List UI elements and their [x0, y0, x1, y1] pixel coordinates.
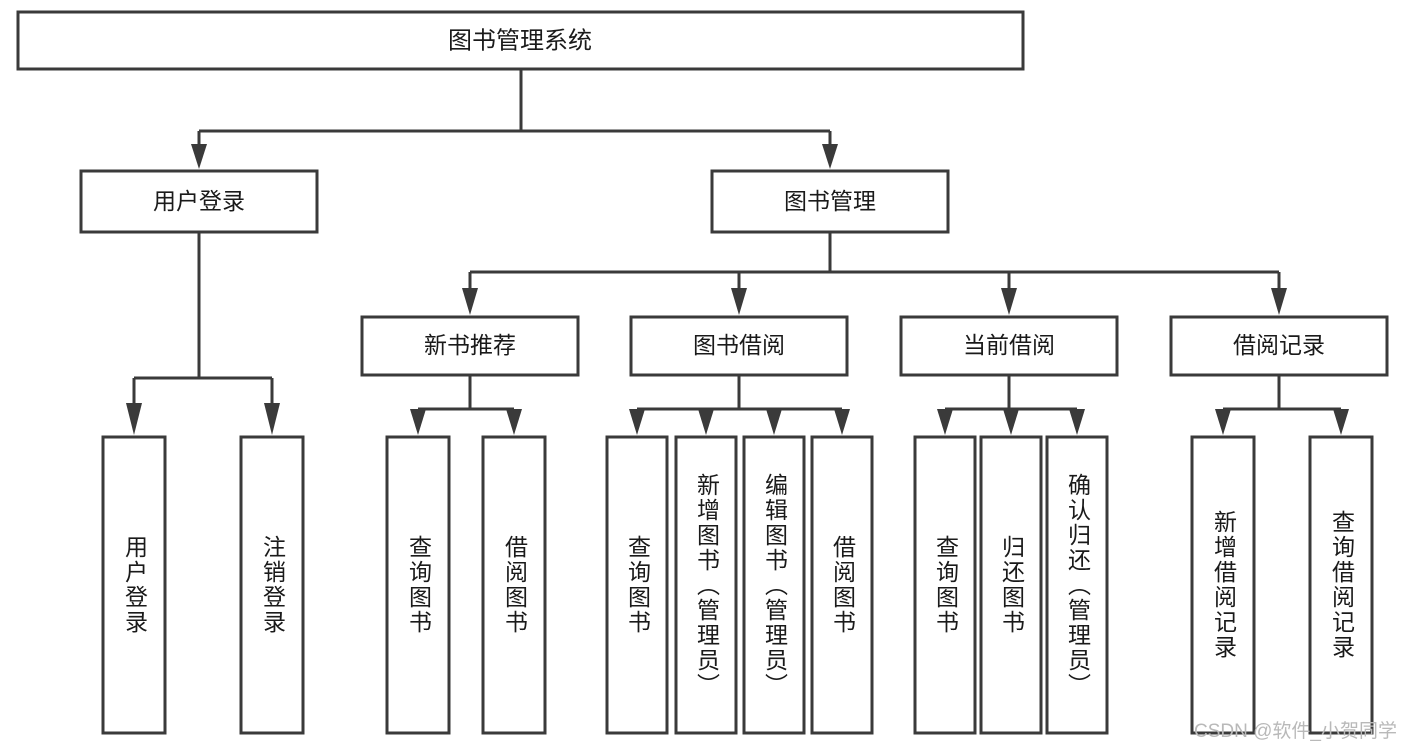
arrowhead-borrow-leaf-2 [698, 409, 714, 435]
connector-group-borrow-record [1215, 375, 1349, 435]
node-user-login[interactable]: 用户登录 [79, 169, 319, 234]
node-user-login-box[interactable] [79, 169, 319, 234]
connector-group-root [191, 69, 838, 169]
node-root-box[interactable] [16, 10, 1025, 71]
connector-group-book-borrow [629, 375, 850, 435]
arrowhead-borrow-leaf-3 [766, 409, 782, 435]
leaf-box-query-record[interactable] [1308, 435, 1374, 735]
node-current-borrow-box[interactable] [899, 315, 1119, 377]
arrowhead-current-leaf-2 [1003, 409, 1019, 435]
leaf-box-borrow-book-rec[interactable] [481, 435, 547, 735]
arrowhead-user-login-leaf-1 [126, 403, 142, 435]
node-user-login-label: 用户登录 [153, 188, 245, 214]
leaf-box-confirm-return[interactable] [1045, 435, 1109, 735]
leaf-box-add-record[interactable] [1190, 435, 1256, 735]
connector-group-book-mgmt [462, 232, 1287, 315]
node-borrow-record-label: 借阅记录 [1233, 332, 1325, 358]
arrowhead-book-mgmt-child-2 [731, 288, 747, 315]
arrowhead-recommend-leaf-1 [410, 409, 426, 435]
leaf-box-query-book-rec[interactable] [385, 435, 451, 735]
node-borrow-record[interactable]: 借阅记录 [1169, 315, 1389, 377]
node-current-borrow-label: 当前借阅 [963, 332, 1055, 358]
node-new-book-recommend-label: 新书推荐 [424, 332, 516, 358]
node-root[interactable]: 图书管理系统 [16, 10, 1025, 71]
arrowhead-root-to-book-mgmt [822, 144, 838, 169]
connector-group-current-borrow [937, 375, 1085, 435]
arrowhead-book-mgmt-child-4 [1271, 288, 1287, 315]
node-book-borrow-label: 图书借阅 [693, 332, 785, 358]
node-borrow-record-box[interactable] [1169, 315, 1389, 377]
leaf-box-edit-book[interactable] [742, 435, 806, 735]
node-book-borrow-box[interactable] [629, 315, 849, 377]
csdn-watermark: CSDN @软件_小贺同学 [1194, 721, 1397, 742]
leaf-box-user-login[interactable] [101, 435, 167, 735]
leaf-boxes-group [101, 435, 1374, 735]
node-root-label: 图书管理系统 [448, 27, 592, 54]
connector-group-user-login [126, 232, 280, 435]
arrowhead-book-mgmt-child-1 [462, 288, 478, 315]
leaf-box-logout[interactable] [239, 435, 305, 735]
arrowhead-user-login-leaf-2 [264, 403, 280, 435]
arrowhead-record-leaf-1 [1215, 409, 1231, 435]
leaf-box-add-book[interactable] [674, 435, 738, 735]
node-new-book-recommend[interactable]: 新书推荐 [360, 315, 580, 377]
arrowhead-borrow-leaf-4 [834, 409, 850, 435]
arrowhead-current-leaf-3 [1069, 409, 1085, 435]
arrowhead-borrow-leaf-1 [629, 409, 645, 435]
leaf-box-query-book-current[interactable] [913, 435, 977, 735]
arrowhead-root-to-user-login [191, 144, 207, 169]
connector-group-new-book-recommend [410, 375, 522, 435]
node-book-management[interactable]: 图书管理 [710, 169, 950, 234]
leaf-box-return-book[interactable] [979, 435, 1043, 735]
arrowhead-book-mgmt-child-3 [1001, 288, 1017, 315]
node-book-borrow[interactable]: 图书借阅 [629, 315, 849, 377]
node-new-book-recommend-box[interactable] [360, 315, 580, 377]
leaf-box-borrow-book[interactable] [810, 435, 874, 735]
node-book-management-label: 图书管理 [784, 188, 876, 214]
arrowhead-current-leaf-1 [937, 409, 953, 435]
node-current-borrow[interactable]: 当前借阅 [899, 315, 1119, 377]
arrowhead-recommend-leaf-2 [506, 409, 522, 435]
node-book-management-box[interactable] [710, 169, 950, 234]
arrowhead-record-leaf-2 [1333, 409, 1349, 435]
leaf-box-query-book-borrow[interactable] [605, 435, 669, 735]
